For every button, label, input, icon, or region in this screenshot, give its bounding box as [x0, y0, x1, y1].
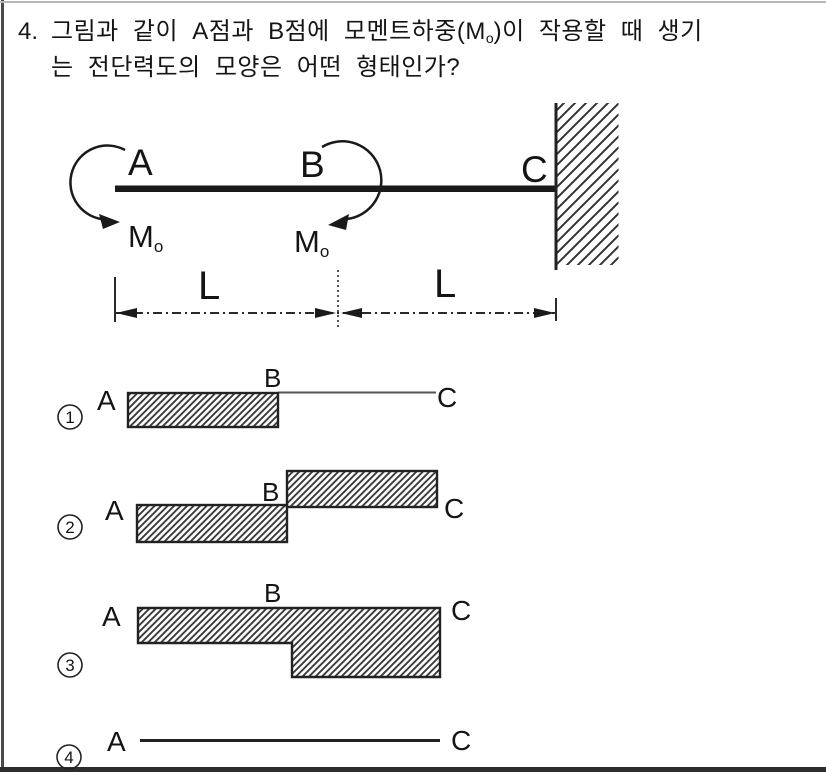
question-block: 4. 그림과 같이 A점과 B점에 모멘트하중(Mo)이 작용할 때 생기 는 … [18, 17, 813, 83]
option-1-badge [57, 404, 83, 430]
option-2-label-a: A [105, 495, 124, 526]
span-label-ab: L [198, 264, 220, 308]
option-2: 2 A B C [57, 469, 464, 544]
option-3: 3 A B C [57, 578, 471, 679]
dim-arrow-mid-left [315, 308, 336, 318]
option-1-label-a: A [97, 385, 116, 416]
beam [115, 185, 556, 192]
option-2-badge [57, 514, 83, 540]
moment-arrow-a-icon [69, 144, 126, 229]
point-a-label: A [128, 142, 153, 183]
option-3-label-c: C [451, 595, 471, 626]
moment-subscript: o [485, 30, 494, 46]
option-4-label-c: C [451, 725, 471, 756]
answer-options: 1 A B C 2 A B C 3 A B C 4 A C [56, 363, 471, 770]
question-line1-post: )이 작용할 때 생기 [493, 18, 703, 45]
beam-figure: A B C Mo Mo L L [69, 103, 619, 327]
option-4-number: 4 [64, 748, 73, 767]
option-3-label-b: B [264, 578, 281, 608]
dimension-line [114, 270, 557, 327]
dim-arrow-right [534, 308, 555, 318]
page-border-bottom [0, 767, 826, 772]
option-3-label-a: A [102, 601, 121, 632]
dim-arrow-left [116, 308, 137, 318]
option-4-badge [56, 744, 82, 770]
moment-arrow-b-icon [321, 140, 383, 230]
option-3-shear-diagram [136, 606, 442, 679]
question-line-1: 그림과 같이 A점과 B점에 모멘트하중(Mo)이 작용할 때 생기 [51, 17, 703, 53]
option-1-shear-diagram [126, 391, 280, 429]
question-text: 그림과 같이 A점과 B점에 모멘트하중(Mo)이 작용할 때 생기 는 전단력… [51, 17, 703, 83]
point-b-label: B [300, 144, 325, 185]
moment-label-a: Mo [128, 219, 163, 256]
option-2-number: 2 [65, 518, 74, 537]
option-1-number: 1 [65, 408, 74, 427]
option-1: 1 A B C [57, 363, 457, 430]
option-2-label-c: C [444, 493, 464, 524]
moment-label-b: Mo [294, 224, 329, 261]
option-3-number: 3 [65, 656, 74, 675]
wall-hatching [557, 103, 619, 265]
page-border-left [1, 0, 4, 772]
page-border-top [0, 1, 826, 3]
point-c-label: C [521, 149, 548, 190]
question-number: 4. [18, 18, 39, 45]
option-2-shear-diagram-lower [135, 503, 289, 544]
question-line1-pre: 그림과 같이 A점과 B점에 모멘트하중(M [51, 18, 486, 45]
option-4-label-a: A [107, 726, 126, 757]
dim-arrow-mid-right [341, 308, 362, 318]
option-1-label-b: B [264, 363, 281, 393]
option-1-label-c: C [437, 382, 457, 413]
option-2-label-b: B [262, 477, 279, 507]
option-4: 4 A C [56, 725, 471, 770]
option-3-badge [57, 652, 83, 678]
span-label-bc: L [434, 262, 456, 306]
option-2-shear-diagram-upper [285, 469, 439, 509]
question-line-2: 는 전단력도의 모양은 어떤 형태인가? [51, 54, 461, 81]
